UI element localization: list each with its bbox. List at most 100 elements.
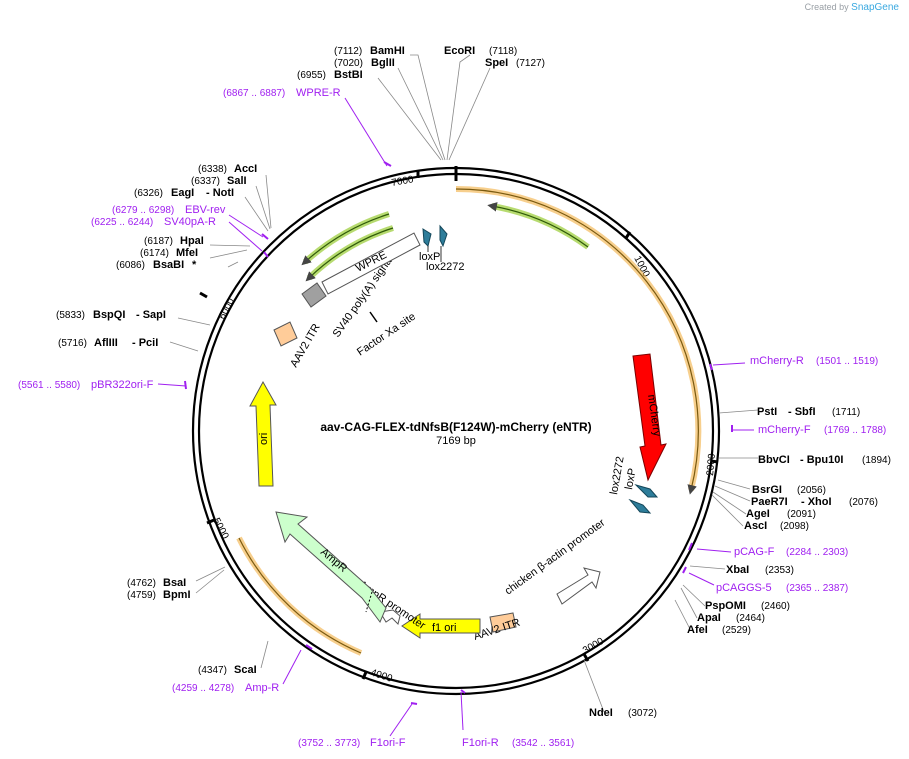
mcherry-label: mCherry: [645, 394, 663, 438]
green-track-right: [487, 202, 589, 248]
primer-mcherry-r-pos: (1501 .. 1519): [816, 356, 878, 367]
wpre-box[interactable]: [321, 232, 421, 295]
primer-pcaggs-5: pCAGGS-5: [716, 582, 772, 594]
primer-pcag-f: pCAG-F: [734, 546, 775, 558]
ori-label: ori: [258, 433, 270, 445]
enzyme-xhoi: - XhoI: [801, 496, 832, 508]
primer-leaders: [157, 97, 754, 737]
enzyme-afliii-pos: (5716): [58, 338, 87, 349]
green-track-right-band: [491, 203, 590, 250]
enzyme-agei-pos: (2091): [787, 509, 816, 520]
enzyme-mfei-pos: (6174): [140, 248, 169, 259]
primer-pbr322ori-f-pos: (5561 .. 5580): [18, 380, 80, 391]
primer-ebv-rev: EBV-rev: [185, 204, 226, 216]
enzyme-bpmi-pos: (4759): [127, 590, 156, 601]
enzyme-bamhi-pos: (7112): [334, 46, 362, 57]
sv40-polya-box[interactable]: [301, 282, 327, 308]
enzyme-bpu10i: - Bpu10I: [800, 454, 843, 466]
enzyme-bamhi: BamHI: [370, 45, 405, 57]
enzyme-asci-pos: (2098): [780, 521, 809, 532]
plasmid-length: 7169 bp: [436, 435, 476, 447]
primer-wpre-r-pos: (6867 .. 6887): [223, 88, 285, 99]
enzyme-bpmi: BpmI: [163, 589, 191, 601]
cba-promoter-arrow[interactable]: [556, 567, 601, 605]
primer-f1ori-f-pos: (3752 .. 3773): [298, 738, 360, 749]
enzyme-scai-pos: (4347): [198, 665, 227, 676]
enzyme-leaders: [169, 54, 759, 713]
enzyme-acci-pos: (6338): [198, 164, 227, 175]
enzyme-spei: SpeI: [485, 57, 508, 69]
primer-mcherry-r: mCherry-R: [750, 355, 804, 367]
enzyme-sali: SalI: [227, 175, 247, 187]
green-track-left2: [305, 227, 394, 282]
loxp-top-label: loxP: [419, 251, 440, 263]
tick-label-7000: 7000: [391, 174, 415, 189]
enzyme-hpai: HpaI: [180, 235, 204, 247]
enzyme-apai-pos: (2464): [736, 613, 765, 624]
enzyme-ecori: EcoRI: [444, 45, 475, 57]
ampr-dashed-mark: [365, 591, 373, 613]
aav2-itr-left-box[interactable]: [273, 321, 298, 347]
enzyme-bsabi: BsaBI: [153, 259, 184, 271]
f1-ori-arrow[interactable]: [401, 613, 481, 639]
lox2272-right-site[interactable]: [634, 483, 659, 498]
f1-ori-label: f1 ori: [432, 622, 456, 634]
enzyme-eagi-pos: (6326): [134, 188, 163, 199]
primer-f1ori-f: F1ori-F: [370, 737, 406, 749]
primer-mcherry-f-pos: (1769 .. 1788): [824, 425, 886, 436]
enzyme-bsabi-pos: (6086): [116, 260, 145, 271]
ampr-feature-arrow[interactable]: [275, 511, 387, 623]
enzyme-agei: AgeI: [746, 508, 770, 520]
enzyme-eagi: EagI: [171, 187, 194, 199]
tick-label-3000: 3000: [581, 636, 606, 657]
enzyme-bsai: BsaI: [163, 577, 186, 589]
enzyme-mfei: MfeI: [176, 247, 198, 259]
enzyme-acci: AccI: [234, 163, 257, 175]
loxp-right-site[interactable]: [628, 498, 652, 514]
snapgene-logo: SnapGene: [851, 2, 899, 13]
primer-sv40pa-r: SV40pA-R: [164, 216, 216, 228]
enzyme-bbvci: BbvCI: [758, 454, 790, 466]
tick-label-2000: 2000: [705, 453, 718, 477]
loxp-top-site[interactable]: [422, 228, 432, 247]
ori-feature-arrow[interactable]: [249, 380, 277, 487]
cba-promoter-label: chicken β-actin promoter: [503, 517, 608, 598]
snapgene-credit: Created by SnapGene: [804, 2, 899, 13]
aav2-itr-bottom-box[interactable]: [489, 612, 517, 633]
enzyme-bglii-pos: (7020): [334, 58, 363, 69]
enzyme-ndei-pos: (3072): [628, 708, 657, 719]
enzyme-pspomi-pos: (2460): [761, 601, 790, 612]
enzyme-bsrgi-pos: (2056): [797, 485, 826, 496]
enzyme-bsrgi: BsrGI: [752, 484, 782, 496]
enzyme-paer7i: PaeR7I: [751, 496, 788, 508]
enzyme-psti: PstI: [757, 406, 777, 418]
orf-track-mcherry: [455, 188, 699, 495]
tick-marks: [199, 170, 719, 680]
enzyme-bbvci-pos: (1894): [862, 455, 891, 466]
factor-xa-tick: [369, 311, 378, 323]
lox2272-top-label: lox2272: [426, 261, 465, 273]
mcherry-feature-arrow[interactable]: [632, 353, 667, 482]
enzyme-psti-pos: (1711): [832, 407, 860, 418]
enzyme-sbfi: - SbfI: [788, 406, 816, 418]
orf-track-ampr: [238, 537, 362, 654]
factor-xa-label: Factor Xa site: [355, 311, 418, 359]
enzyme-sali-pos: (6337): [191, 176, 220, 187]
loxp-right-label: loxP: [623, 467, 639, 490]
primer-amp-r: Amp-R: [245, 682, 279, 694]
enzyme-paer7i-pos: (2076): [849, 497, 878, 508]
enzyme-apai: ApaI: [697, 612, 721, 624]
enzyme-pcii: - PciI: [132, 337, 158, 349]
primer-f1ori-r-pos: (3542 .. 3561): [512, 738, 574, 749]
lox2272-top-site[interactable]: [439, 224, 448, 248]
primer-pcaggs-5-pos: (2365 .. 2387): [786, 583, 848, 594]
enzyme-pspomi: PspOMI: [705, 600, 746, 612]
primer-pbr322ori-f: pBR322ori-F: [91, 379, 154, 391]
enzyme-sapi: - SapI: [136, 309, 166, 321]
enzyme-afei-pos: (2529): [722, 625, 751, 636]
enzyme-bstbi: BstBI: [334, 69, 363, 81]
enzyme-spei-pos: (7127): [516, 58, 545, 69]
primer-mcherry-f: mCherry-F: [758, 424, 811, 436]
primer-sv40pa-r-pos: (6225 .. 6244): [91, 217, 153, 228]
